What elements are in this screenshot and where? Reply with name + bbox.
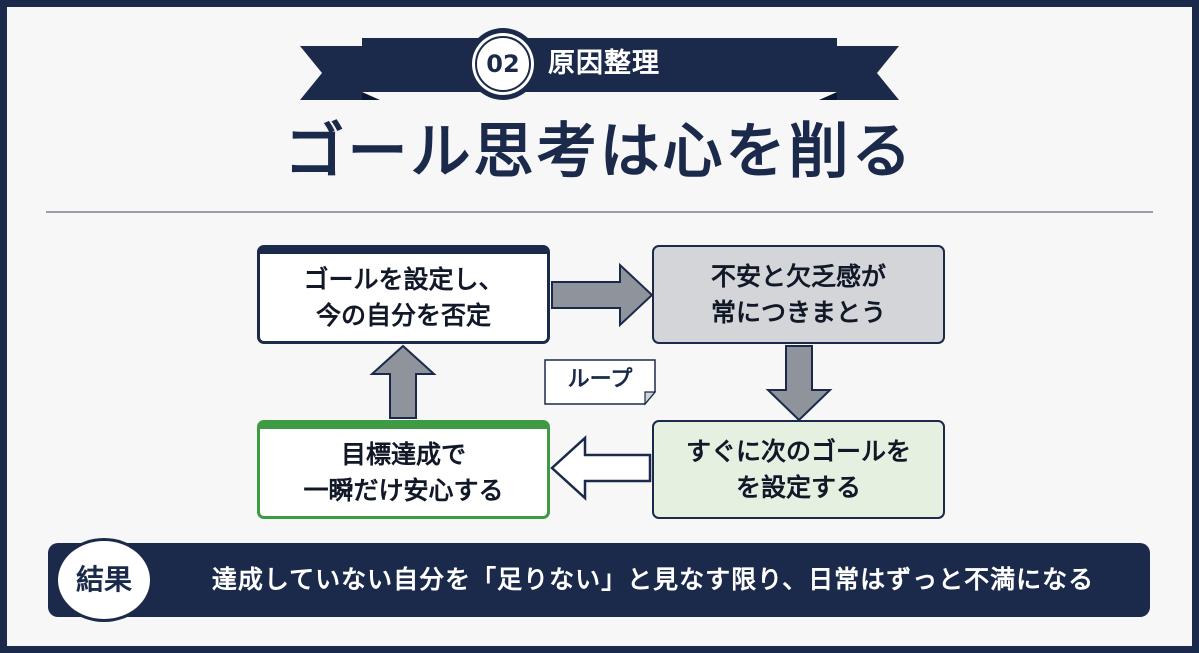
section-label: 原因整理 (548, 48, 660, 79)
result-text: 達成していない自分を「足りない」と見なす限り、日常はずっと不満になる (211, 565, 1095, 594)
title-divider (46, 211, 1153, 213)
step-relief: 目標達成で 一瞬だけ安心する (257, 420, 550, 519)
page-title: ゴール思考は心を削る (284, 117, 915, 187)
arrow-up (369, 344, 437, 419)
section-number: 02 (486, 50, 520, 78)
step-set-goal: ゴールを設定し、 今の自分を否定 (257, 245, 550, 344)
step-anxiety: 不安と欠乏感が 常につきまとう (652, 245, 945, 344)
arrow-left (550, 435, 652, 501)
arrow-right (551, 262, 654, 328)
step-next-goal: すぐに次のゴールを を設定する (652, 420, 945, 519)
result-bar (48, 543, 1150, 617)
result-label: 結果 (55, 538, 153, 622)
arrow-down (765, 345, 833, 422)
loop-label: ループ (567, 367, 633, 392)
